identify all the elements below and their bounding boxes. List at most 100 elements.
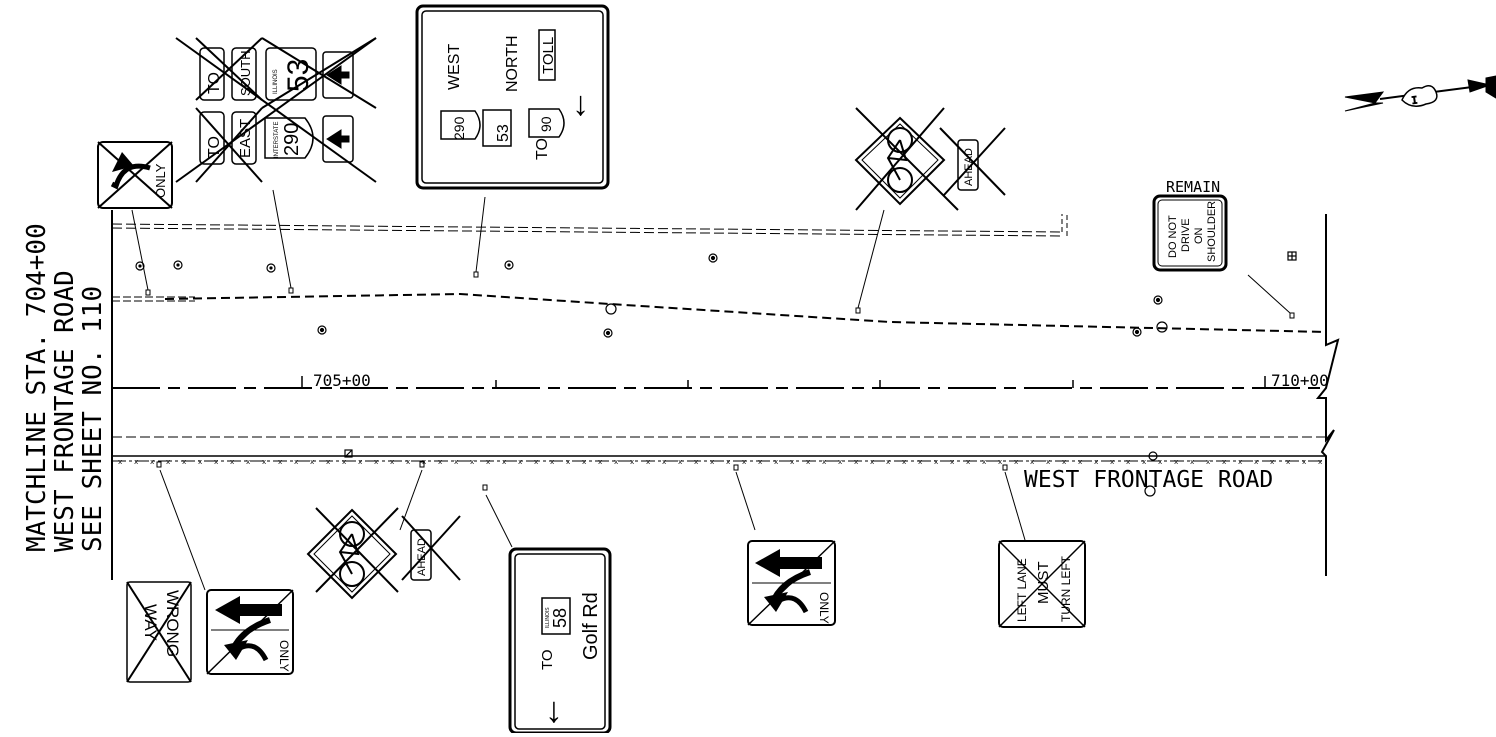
fence-x-mark: x xyxy=(1046,458,1050,466)
fence-x-mark: x xyxy=(998,458,1002,466)
north-arrow-icon: I xyxy=(1344,75,1496,112)
guide-west: WEST xyxy=(446,44,463,90)
golf-down-arrow-icon: ↓ xyxy=(545,689,563,730)
svg-text:DRIVE: DRIVE xyxy=(1180,218,1192,252)
cross-icon xyxy=(126,581,192,683)
fence-x-mark: x xyxy=(790,458,794,466)
station-710: 710+00 xyxy=(1271,371,1329,390)
fence-x-mark: x xyxy=(1014,458,1018,466)
svg-text:TO: TO xyxy=(206,136,223,158)
fence-x-mark: x xyxy=(950,458,954,466)
guide-to: TO xyxy=(534,138,551,160)
removed-cluster-cross-icon xyxy=(175,37,377,183)
fence-x-mark: x xyxy=(198,458,202,466)
road-lines xyxy=(111,214,1327,462)
fence-x-mark: x xyxy=(1126,458,1130,466)
fence-x-mark: x xyxy=(806,458,810,466)
fence-x-mark: x xyxy=(1302,458,1306,466)
fence-x-mark: x xyxy=(454,458,458,466)
svg-text:I: I xyxy=(1411,95,1419,107)
svg-text:290: 290 xyxy=(281,123,303,156)
fence-x-mark: x xyxy=(838,458,842,466)
fence-x-mark: x xyxy=(902,458,906,466)
lane-use-sign-2: ONLY xyxy=(747,540,836,626)
svg-text:INTERSTATE: INTERSTATE xyxy=(274,122,280,158)
guide-toll: TOLL xyxy=(540,37,557,74)
leader-lines xyxy=(131,189,1291,591)
remain-sign: REMAIN DO NOT DRIVE ON SHOULDER xyxy=(1152,178,1228,272)
fence-x-mark: x xyxy=(598,458,602,466)
fence-x-mark: x xyxy=(1270,458,1274,466)
svg-text:ONLY: ONLY xyxy=(277,640,291,672)
bike-sign-top: AHEAD xyxy=(854,107,1006,211)
svg-text:LEFT LANE: LEFT LANE xyxy=(1015,558,1029,622)
fence-x-mark: x xyxy=(646,458,650,466)
svg-text:290: 290 xyxy=(451,116,467,140)
fence-x-mark: x xyxy=(662,458,666,466)
left-lane-must-turn-left-sign: LEFT LANE MUST TURN LEFT xyxy=(998,540,1086,628)
fence-x-mark: x xyxy=(1222,458,1226,466)
golf-rd-guide-sign: TO ILLINOIS 58 Golf Rd ↓ xyxy=(508,547,612,735)
svg-text:ONLY: ONLY xyxy=(153,163,168,198)
fence-x-mark: x xyxy=(294,458,298,466)
fence-x-mark: x xyxy=(230,458,234,466)
svg-text:90: 90 xyxy=(538,116,554,132)
fence-x-mark: x xyxy=(262,458,266,466)
fence-x-mark: x xyxy=(678,458,682,466)
fence-x-mark: x xyxy=(1286,458,1290,466)
fence-x-mark: x xyxy=(486,458,490,466)
svg-text:Golf Rd: Golf Rd xyxy=(580,592,602,660)
guide-north: NORTH xyxy=(504,35,521,92)
wrong-way-sign: WRONG WAY xyxy=(126,581,192,683)
fence-x-mark: x xyxy=(118,458,122,466)
svg-text:WAY: WAY xyxy=(141,604,160,641)
svg-text:SHOULDER: SHOULDER xyxy=(1206,201,1218,262)
fence-x-mark: x xyxy=(1318,458,1322,466)
svg-text:53: 53 xyxy=(495,124,512,142)
svg-text:53: 53 xyxy=(282,59,315,92)
fence-x-mark: x xyxy=(342,458,346,466)
interstate-shield-290-icon: 290 xyxy=(440,110,481,140)
cross-icon xyxy=(855,107,1006,211)
station-705: 705+00 xyxy=(313,371,371,390)
fence-x-mark: x xyxy=(630,458,634,466)
fence-x-mark: x xyxy=(854,458,858,466)
fence-x-mark: x xyxy=(1062,458,1066,466)
guide-sign-top: WEST NORTH TO TOLL 290 53 90 ↓ xyxy=(415,4,610,190)
fence-x-mark: x xyxy=(390,458,394,466)
fence-x-mark: x xyxy=(774,458,778,466)
fence-x-mark: x xyxy=(310,458,314,466)
curb-line xyxy=(111,227,1063,237)
fence-x-mark: x xyxy=(502,458,506,466)
fence-x-mark: x xyxy=(726,458,730,466)
fence-x-mark: x xyxy=(566,458,570,466)
break-line xyxy=(1315,214,1340,576)
fence-x-mark: x xyxy=(1238,458,1242,466)
fence-x-mark: x xyxy=(1206,458,1210,466)
lane-use-sign-1: ONLY xyxy=(206,589,294,675)
fence-x-mark: x xyxy=(614,458,618,466)
bike-sign-bottom: AHEAD xyxy=(306,507,461,600)
fence-x-mark: x xyxy=(694,458,698,466)
svg-text:REMAIN: REMAIN xyxy=(1166,178,1220,196)
fence-x-mark: x xyxy=(374,458,378,466)
fence-x-mark: x xyxy=(470,458,474,466)
cross-icon xyxy=(315,507,461,593)
svg-text:DO NOT: DO NOT xyxy=(1167,215,1179,258)
svg-text:ONLY: ONLY xyxy=(817,592,831,624)
fence-x-mark: x xyxy=(406,458,410,466)
fence-x-mark: x xyxy=(438,458,442,466)
state-shield-53-icon: 53 xyxy=(482,109,512,147)
fence-x-mark: x xyxy=(886,458,890,466)
fence-x-mark: x xyxy=(550,458,554,466)
svg-text:ILLINOIS: ILLINOIS xyxy=(545,607,551,628)
svg-text:ILLINOIS: ILLINOIS xyxy=(273,69,279,94)
curb-line xyxy=(111,223,1063,233)
fence-x-mark: x xyxy=(758,458,762,466)
road-name-label: WEST FRONTAGE ROAD xyxy=(1024,467,1273,493)
fence-x-mark: x xyxy=(1190,458,1194,466)
matchline-line1: MATCHLINE STA. 704+00 xyxy=(22,223,52,552)
cross-icon xyxy=(97,141,173,209)
